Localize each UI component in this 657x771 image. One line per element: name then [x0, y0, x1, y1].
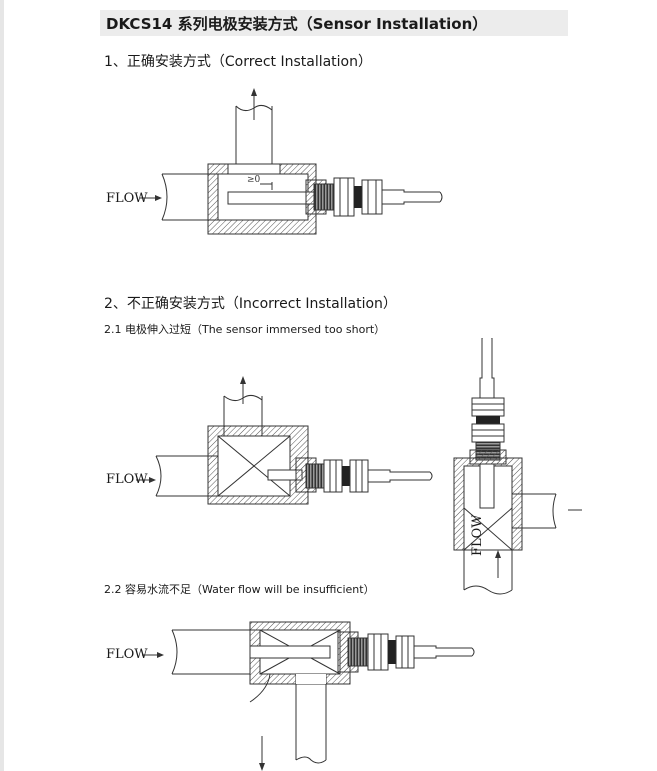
page-title: DKCS14 系列电极安装方式（Sensor Installation） — [106, 15, 488, 33]
correct-heading: 1、正确安装方式（Correct Installation） — [104, 54, 372, 70]
flow-label-2-2: FLOW — [106, 647, 148, 662]
page-edge — [0, 0, 4, 771]
incorrect-heading: 2、不正确安装方式（Incorrect Installation） — [104, 296, 397, 312]
insufficient-flow-diagram — [142, 621, 475, 771]
gap-label: ≥0 — [247, 175, 261, 185]
subsection-2-1-heading: 2.1 电极伸入过短（The sensor immersed too short… — [104, 323, 386, 336]
flow-label-2-1-horizontal: FLOW — [106, 472, 148, 487]
subsection-2-2-heading: 2.2 容易水流不足（Water flow will be insufficie… — [104, 583, 375, 596]
sensor-too-short-horizontal-diagram — [136, 376, 433, 505]
title-band — [100, 10, 568, 36]
flow-label: FLOW — [106, 191, 148, 206]
flow-label-2-1-vertical: FLOW — [470, 514, 485, 556]
correct-installation-diagram: ≥0 — [140, 88, 443, 235]
sensor-too-short-vertical-diagram — [453, 338, 582, 595]
